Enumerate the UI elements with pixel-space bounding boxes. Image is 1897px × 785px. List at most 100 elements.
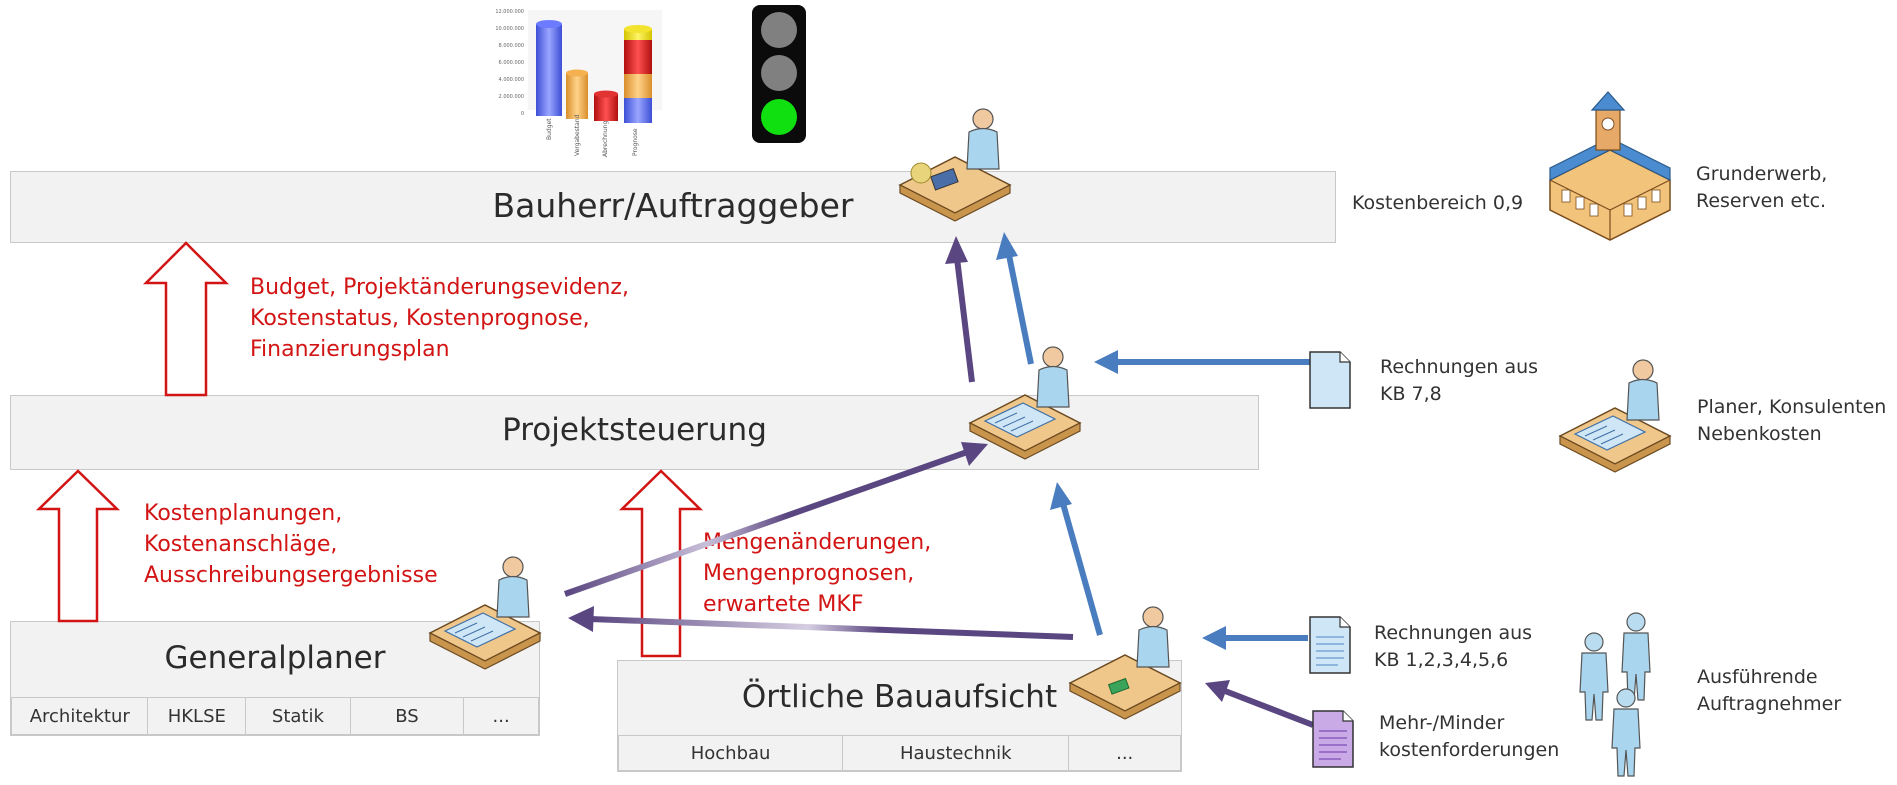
grunderwerb-label: Grunderwerb, Reserven etc. bbox=[1696, 161, 1827, 215]
mini-bar-chart: 12.000.000 10.000.000 8.000.000 6.000.00… bbox=[495, 9, 662, 157]
mengen-line-3: erwartete MKF bbox=[703, 592, 864, 617]
traffic-light-red-lamp bbox=[761, 12, 797, 48]
budget-line-3: Finanzierungsplan bbox=[250, 337, 450, 362]
planer-line-1: Planer, Konsulenten bbox=[1697, 396, 1887, 418]
worker-icon bbox=[1579, 632, 1609, 721]
chart-y-tick-5: 2.000.000 bbox=[499, 94, 524, 100]
rechnungen-kb16-document-icon bbox=[1309, 616, 1351, 674]
blue-arrow-head-rechnungen78-to-ps bbox=[1094, 350, 1118, 374]
rechnungen-kb78-line-1: Rechnungen aus bbox=[1380, 356, 1539, 378]
building-icon bbox=[1549, 91, 1671, 241]
chart-bar-budget bbox=[536, 24, 562, 116]
purple-arrow-head-mehrminder-to-oba bbox=[1205, 680, 1230, 702]
blue-arrow-head-ps-to-bauherr bbox=[996, 232, 1018, 260]
budget-line-1: Budget, Projektänderungsevidenz, bbox=[250, 275, 629, 300]
chart-y-tick-1: 10.000.000 bbox=[495, 26, 524, 32]
blue-arrow-oba-to-ps bbox=[1059, 499, 1103, 636]
chart-y-tick-3: 6.000.000 bbox=[499, 60, 524, 66]
grunderwerb-line-2: Reserven etc. bbox=[1696, 190, 1827, 212]
purple-arrows bbox=[564, 236, 1315, 728]
up-arrow-bauaufsicht bbox=[618, 469, 704, 658]
purple-arrow-head-ps-to-bauherr bbox=[945, 236, 968, 264]
rechnungen-kb16-line-2: KB 1,2,3,4,5,6 bbox=[1374, 649, 1509, 671]
chart-cat-0: Budget bbox=[546, 118, 553, 140]
ausfuehrende-line-2: Auftragnehmer bbox=[1697, 693, 1842, 715]
generalplaner-cells: Architektur HKLSE Statik BS ... bbox=[11, 697, 539, 735]
purple-arrow-head-gp-to-ps bbox=[961, 442, 988, 466]
planer-label: Planer, Konsulenten Nebenkosten bbox=[1697, 394, 1886, 448]
cell-architektur: Architektur bbox=[11, 697, 148, 735]
cell-statik: Statik bbox=[245, 697, 350, 735]
planer-line-2: Nebenkosten bbox=[1697, 423, 1822, 445]
rechnungen-kb78-label: Rechnungen aus KB 7,8 bbox=[1380, 354, 1538, 408]
chart-cat-3: Prognose bbox=[632, 128, 639, 156]
workers-group-icon bbox=[1579, 612, 1651, 777]
kostenbereich-label: Kostenbereich 0,9 bbox=[1352, 192, 1524, 214]
planer-person-icon bbox=[1560, 360, 1670, 472]
projektsteuerung-title: Projektsteuerung bbox=[502, 412, 767, 448]
cell-hochbau: Hochbau bbox=[618, 735, 843, 771]
generalplaner-person-icon bbox=[430, 557, 540, 669]
purple-arrow-gp-to-ps bbox=[564, 448, 971, 597]
projektsteuerung-person-icon bbox=[970, 347, 1080, 459]
budget-label: Budget, Projektänderungsevidenz, Kostens… bbox=[250, 272, 629, 365]
bauherr-title: Bauherr/Auftraggeber bbox=[492, 186, 854, 225]
purple-arrow-ps-to-bauherr bbox=[953, 249, 975, 383]
cell-haustechnik: Haustechnik bbox=[842, 735, 1069, 771]
chart-cat-2: Abrechnung bbox=[602, 121, 609, 157]
generalplaner-title: Generalplaner bbox=[164, 640, 386, 676]
budget-line-2: Kostenstatus, Kostenprognose, bbox=[250, 306, 590, 331]
bauherr-person-icon bbox=[899, 108, 1011, 222]
chart-cat-1: Vergabestand bbox=[574, 114, 581, 156]
chart-bar-budget-top bbox=[536, 20, 562, 28]
traffic-light-icon bbox=[752, 5, 806, 143]
worker-icon bbox=[1621, 612, 1651, 701]
chart-y-tick-6: 0 bbox=[521, 111, 524, 117]
up-arrow-bauherr bbox=[142, 241, 230, 397]
bauherr-box: Bauherr/Auftraggeber bbox=[10, 171, 1336, 243]
grunderwerb-line-1: Grunderwerb, bbox=[1696, 163, 1828, 185]
traffic-light-yellow-lamp bbox=[761, 55, 797, 91]
up-arrow-generalplaner bbox=[35, 469, 121, 623]
mengen-line-2: Mengenprognosen, bbox=[703, 561, 915, 586]
chart-bar-prognose-top bbox=[624, 25, 652, 33]
blue-arrow-ps-to-bauherr bbox=[1005, 249, 1034, 365]
chart-bar-prognose-blue bbox=[624, 98, 652, 123]
bauaufsicht-cells: Hochbau Haustechnik ... bbox=[618, 735, 1181, 771]
worker-icon bbox=[1611, 688, 1641, 777]
kostenplanungen-line-1: Kostenplanungen, bbox=[144, 501, 343, 526]
rechnungen-kb78-line-2: KB 7,8 bbox=[1380, 383, 1442, 405]
blue-arrows bbox=[996, 232, 1311, 650]
ausfuehrende-line-1: Ausführende bbox=[1697, 666, 1818, 688]
rechnungen-kb16-label: Rechnungen aus KB 1,2,3,4,5,6 bbox=[1374, 620, 1532, 674]
mehr-minder-label: Mehr-/Minder kostenforderungen bbox=[1379, 710, 1559, 764]
chart-bar-vergabestand bbox=[566, 73, 588, 119]
cell-hklse: HKLSE bbox=[147, 697, 246, 735]
purple-arrow-mehrminder-to-oba bbox=[1223, 688, 1315, 728]
cell-bs: BS bbox=[349, 697, 464, 735]
blue-arrow-head-rechnungen16-to-oba bbox=[1202, 626, 1226, 650]
cell-more: ... bbox=[1068, 735, 1181, 771]
mehr-minder-line-2: kostenforderungen bbox=[1379, 739, 1560, 761]
chart-bar-prognose-red bbox=[624, 40, 652, 74]
generalplaner-box: Generalplaner Architektur HKLSE Statik B… bbox=[10, 621, 540, 736]
mehr-minder-document-icon bbox=[1312, 710, 1354, 768]
chart-bar-prognose-orange bbox=[624, 74, 652, 98]
chart-y-tick-0: 12.000.000 bbox=[495, 9, 524, 15]
bauaufsicht-person-icon bbox=[1069, 606, 1181, 720]
chart-bar-prognose-yellow bbox=[624, 29, 652, 40]
cell-more: ... bbox=[463, 697, 539, 735]
kostenplanungen-line-3: Ausschreibungsergebnisse bbox=[144, 563, 438, 588]
rechnungen-kb16-line-1: Rechnungen aus bbox=[1374, 622, 1533, 644]
chart-y-tick-2: 8.000.000 bbox=[499, 43, 524, 49]
purple-arrow-oba-to-gp bbox=[589, 616, 1074, 640]
mehr-minder-line-1: Mehr-/Minder bbox=[1379, 712, 1505, 734]
chart-y-tick-4: 4.000.000 bbox=[499, 77, 524, 83]
bauaufsicht-box: Örtliche Bauaufsicht Hochbau Haustechnik… bbox=[617, 660, 1182, 772]
kostenplanungen-line-2: Kostenanschläge, bbox=[144, 532, 338, 557]
rechnungen-kb78-document-icon bbox=[1309, 351, 1351, 409]
blue-arrow-head-oba-to-ps bbox=[1050, 482, 1072, 510]
kostenplanungen-label: Kostenplanungen, Kostenanschläge, Aussch… bbox=[144, 498, 438, 591]
chart-bar-abrechnung bbox=[594, 94, 618, 121]
